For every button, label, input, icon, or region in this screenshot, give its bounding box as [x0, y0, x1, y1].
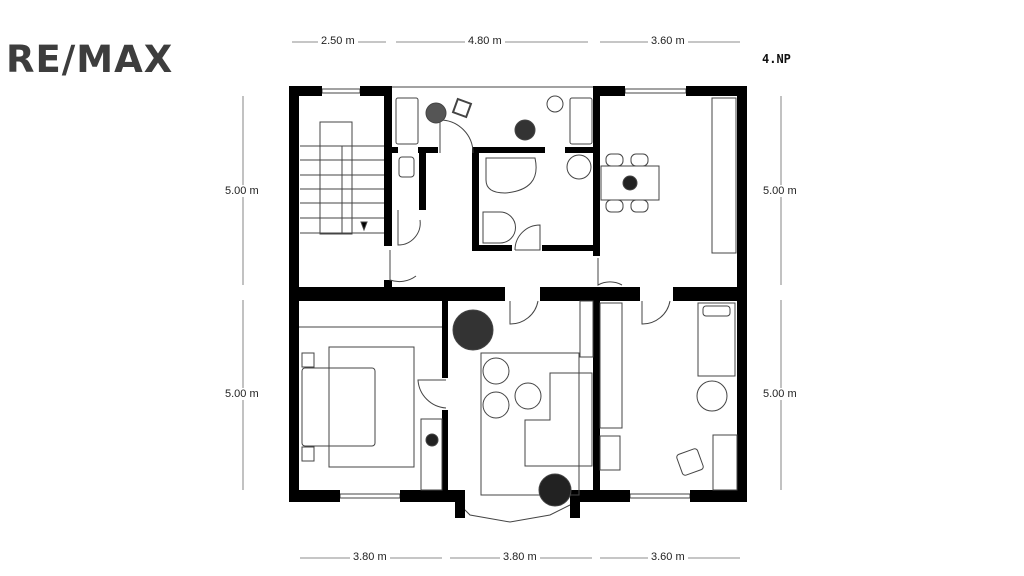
- toilet: [398, 156, 415, 178]
- armchair: [482, 391, 510, 419]
- bathtub: [485, 157, 537, 194]
- balcony-plant: [514, 119, 536, 141]
- balcony-stool: [546, 95, 564, 113]
- bath-sink: [482, 211, 516, 244]
- dining-table: [600, 165, 660, 201]
- dim-right-2: 5.00 m: [760, 388, 800, 400]
- balcony-table: [425, 102, 447, 124]
- furniture: [299, 95, 738, 507]
- remax-logo: RE/MAX: [6, 38, 174, 81]
- wardrobe: [599, 302, 623, 429]
- lounge-chair: [696, 380, 728, 412]
- dim-top-3: 3.60 m: [648, 35, 688, 47]
- desk-chair: [676, 448, 704, 476]
- desk: [712, 434, 738, 491]
- balcony-bench-right: [569, 97, 593, 145]
- dim-bottom-1: 3.80 m: [350, 551, 390, 563]
- dim-left-2: 5.00 m: [222, 388, 262, 400]
- kitchen-counter: [711, 97, 737, 254]
- dining-chair: [630, 153, 649, 167]
- dining-chair: [605, 153, 624, 167]
- bookshelf: [579, 300, 594, 358]
- dim-right-1: 5.00 m: [760, 185, 800, 197]
- floor-label: 4.NP: [762, 52, 791, 66]
- dim-top-2: 4.80 m: [465, 35, 505, 47]
- dresser: [420, 418, 443, 491]
- coffee-table: [514, 382, 542, 410]
- armchair: [482, 357, 510, 385]
- balcony-chair: [451, 97, 473, 119]
- balcony-bench-left: [395, 97, 419, 145]
- side-table: [599, 435, 621, 471]
- single-bed: [697, 302, 736, 377]
- dim-left-1: 5.00 m: [222, 185, 262, 197]
- dim-bottom-3: 3.60 m: [648, 551, 688, 563]
- staircase: [300, 121, 384, 235]
- shower-drain: [566, 154, 592, 180]
- nightstand: [301, 352, 315, 368]
- dim-top-1: 2.50 m: [318, 35, 358, 47]
- pillow: [702, 305, 731, 317]
- nightstand: [301, 446, 315, 462]
- dim-bottom-2: 3.80 m: [500, 551, 540, 563]
- doors: [389, 119, 671, 409]
- dining-centerpiece: [622, 175, 638, 191]
- double-bed: [301, 367, 376, 447]
- living-rug: [480, 352, 580, 496]
- big-plant: [452, 309, 494, 351]
- dining-chair: [605, 199, 624, 213]
- walls: [289, 86, 747, 518]
- bedroom-rug: [328, 346, 415, 468]
- sofa: [524, 372, 593, 467]
- plant: [425, 433, 439, 447]
- bay-plant: [538, 473, 572, 507]
- dining-chair: [630, 199, 649, 213]
